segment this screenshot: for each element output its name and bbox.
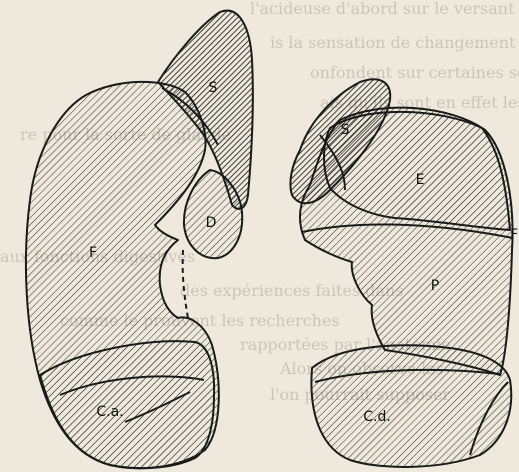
label-right-P: P (431, 278, 439, 294)
right-kidney (290, 79, 513, 467)
label-right-E: E (416, 172, 425, 188)
label-right-S: S (341, 122, 350, 138)
label-left-S: S (209, 80, 218, 96)
right-region-Cd (311, 345, 511, 467)
label-left-Ca: C.a. (96, 404, 123, 420)
bg-line-1: l'acideuse d'abord sur le versant intern… (250, 0, 519, 18)
label-right-F: F (510, 227, 518, 243)
label-left-D: D (206, 215, 217, 231)
left-kidney (26, 11, 253, 469)
label-left-F: F (89, 245, 97, 261)
label-right-Cd: C.d. (363, 409, 391, 425)
bg-line-2: is la sensation de changement arrivée (270, 33, 519, 52)
bg-line-3: onfondent sur certaines sections (310, 63, 519, 82)
